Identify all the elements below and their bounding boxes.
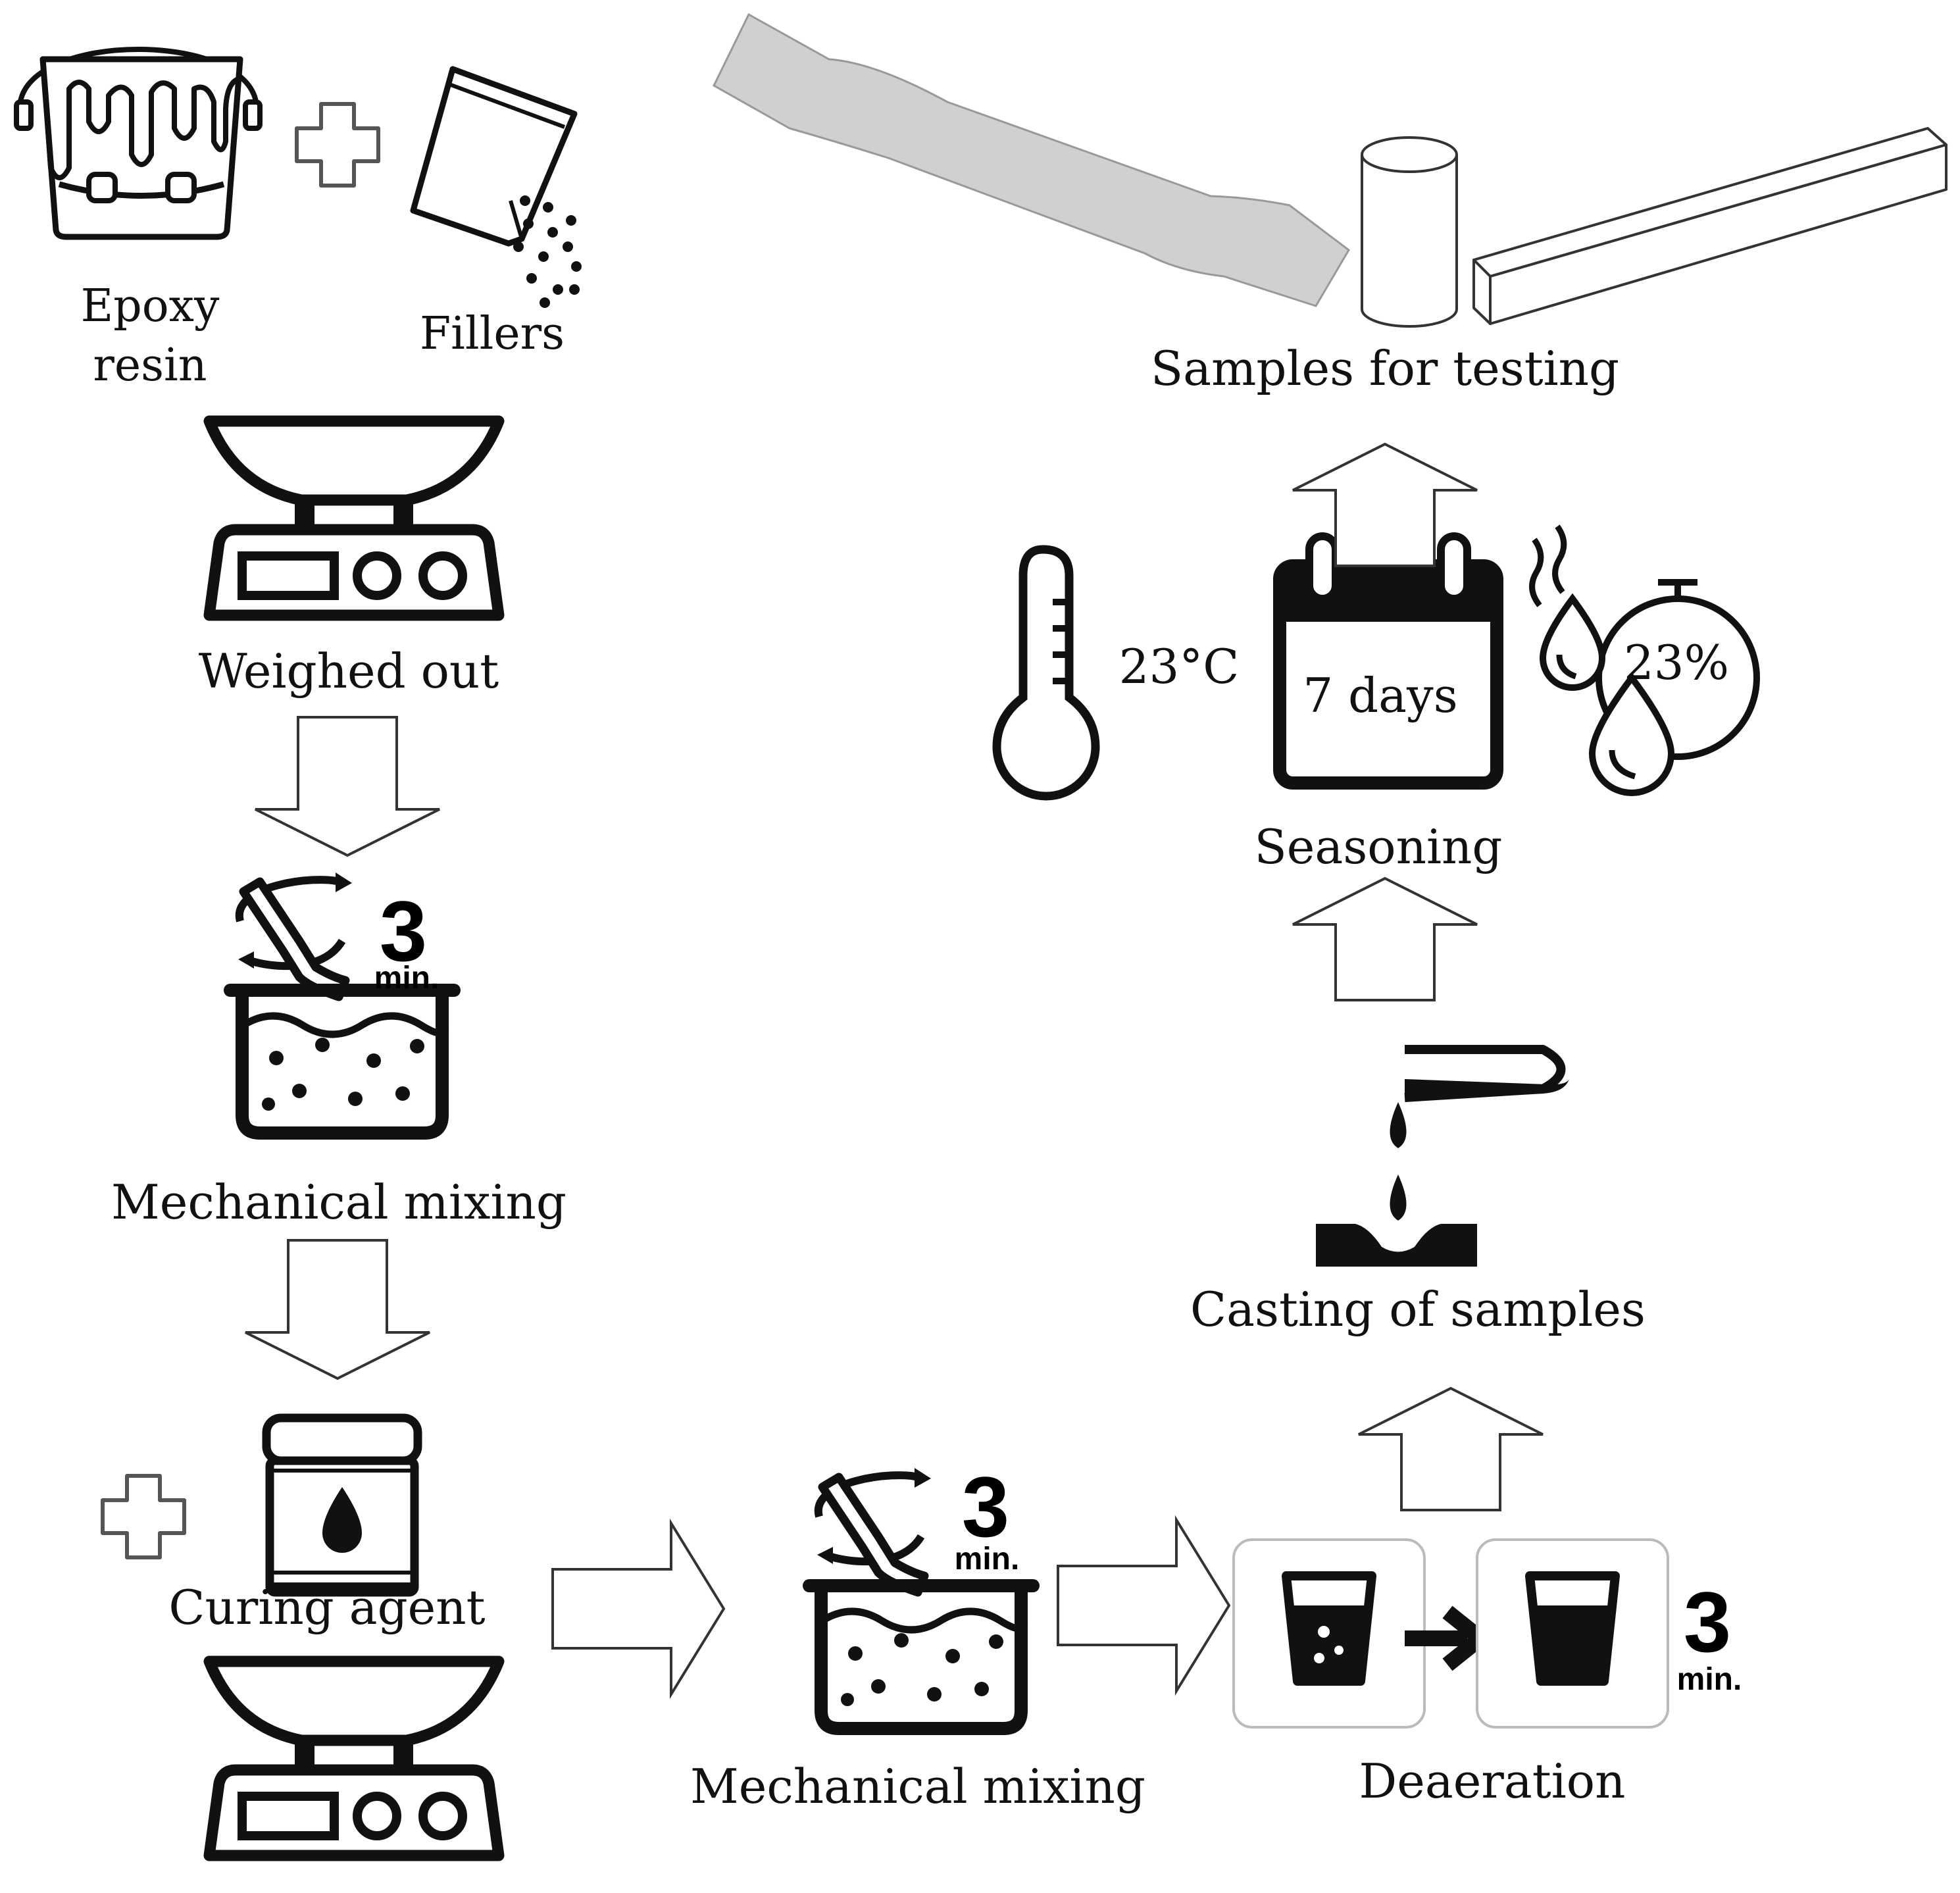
cylinder-specimen [1361, 136, 1458, 328]
mix2-timer-unit: min. [955, 1542, 1020, 1577]
weighed-out-label: Weighed out [199, 644, 499, 699]
arrow-right-1 [551, 1522, 725, 1696]
deaeration-timer-unit: min. [1677, 1662, 1742, 1697]
thermometer-icon [992, 545, 1100, 801]
arrow-down-2 [244, 1239, 431, 1380]
paint-bucket-icon [14, 47, 263, 240]
mix1-timer-unit: min. [374, 961, 440, 996]
beam-specimen [1472, 127, 1947, 325]
pouring-mold-icon [1316, 1045, 1569, 1267]
mix1-timer-value: 3 [380, 883, 427, 979]
weighing-scale-icon [209, 421, 499, 615]
curing-agent-label: Curing agent [168, 1580, 485, 1635]
weighing-scale-icon [209, 1661, 499, 1855]
mix2-timer-value: 3 [962, 1459, 1009, 1555]
curing-agent-jar-icon [262, 1413, 422, 1597]
plus-icon [103, 1476, 184, 1557]
arrow-down-1 [254, 716, 441, 857]
mechanical-mixing-label-2: Mechanical mixing [690, 1759, 1145, 1814]
temperature-value: 23°C [1119, 639, 1240, 694]
humidity-icon [1529, 524, 1760, 796]
casting-label: Casting of samples [1190, 1282, 1646, 1337]
deaeration-timer-value: 3 [1684, 1574, 1731, 1670]
samples-label: Samples for testing [1151, 341, 1619, 396]
calendar-icon [1273, 532, 1503, 790]
seasoning-label: Seasoning [1254, 819, 1502, 874]
arrow-up-1 [1357, 1387, 1544, 1511]
humidity-value: 23% [1624, 635, 1729, 690]
deaeration-label: Deaeration [1359, 1754, 1626, 1809]
deaeration-cup-icon [1232, 1538, 1669, 1729]
plus-icon [297, 104, 378, 186]
arrow-up-2 [1292, 877, 1478, 1001]
epoxy-label-line1: Epoxy [81, 280, 220, 332]
arrow-right-2 [1057, 1519, 1230, 1692]
duration-value: 7 days [1303, 668, 1457, 723]
filler-bag-icon [410, 66, 582, 308]
fillers-label: Fillers [420, 308, 565, 360]
epoxy-label-line2: resin [93, 340, 207, 391]
mechanical-mixing-label-1: Mechanical mixing [111, 1174, 566, 1230]
dogbone-specimen [713, 13, 1350, 307]
